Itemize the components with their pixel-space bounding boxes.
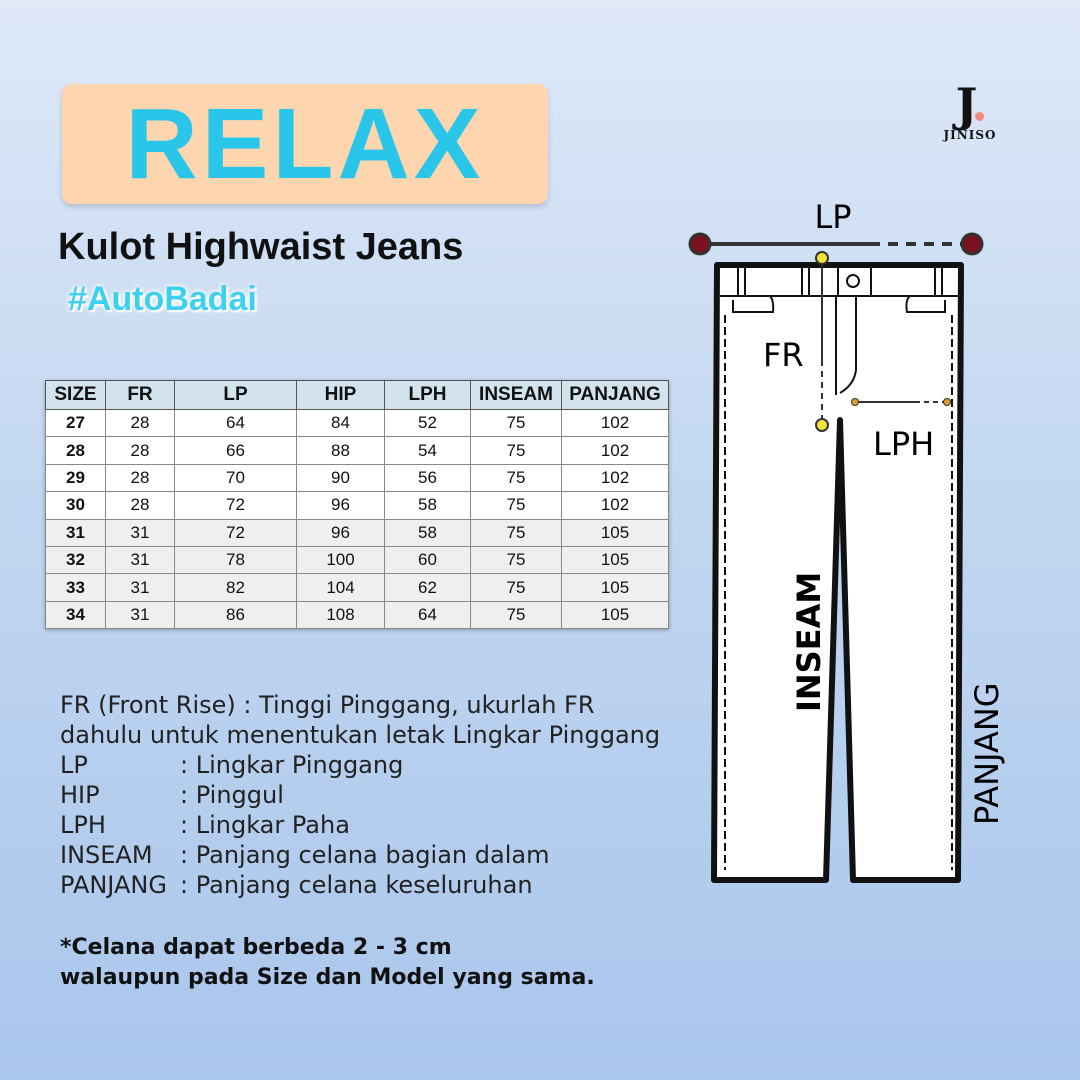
note-line1: *Celana dapat berbeda 2 - 3 cm xyxy=(60,935,452,960)
legend-value: : Lingkar Pinggang xyxy=(180,751,404,779)
table-cell: 30 xyxy=(45,491,106,520)
legend-fr-line1: FR (Front Rise) : Tinggi Pinggang, ukurl… xyxy=(60,691,595,719)
table-cell: 75 xyxy=(470,491,562,520)
table-cell: 31 xyxy=(45,518,106,547)
table-cell: 82 xyxy=(174,573,297,602)
legend-value: : Panjang celana bagian dalam xyxy=(180,841,550,869)
legend-fr-line2: dahulu untuk menentukan letak Lingkar Pi… xyxy=(60,721,661,749)
table-cell: 31 xyxy=(105,545,175,575)
logo-dot-icon xyxy=(975,112,985,121)
table-cell: 88 xyxy=(296,436,385,465)
brand-name: JINISO xyxy=(943,128,997,142)
hashtag: #AutoBadai xyxy=(68,280,257,318)
table-cell: 58 xyxy=(384,518,471,547)
table-cell: 28 xyxy=(105,463,175,493)
table-cell: 28 xyxy=(105,408,175,438)
table-cell: 72 xyxy=(174,491,297,520)
table-cell: 27 xyxy=(45,408,106,438)
brand-logo: J JINISO xyxy=(940,82,1000,142)
table-cell: 32 xyxy=(45,545,106,575)
table-cell: 108 xyxy=(296,600,385,630)
title: RELAX xyxy=(125,87,485,200)
table-cell: 105 xyxy=(561,518,669,547)
table-cell: 75 xyxy=(470,600,562,630)
legend-key: LPH xyxy=(60,811,106,839)
table-cell: 105 xyxy=(561,573,669,602)
table-cell: 54 xyxy=(384,436,471,465)
table-cell: 75 xyxy=(470,573,562,602)
label-fr: FR xyxy=(763,336,804,374)
table-cell: 100 xyxy=(296,545,385,575)
table-cell: 62 xyxy=(384,573,471,602)
table-cell: 86 xyxy=(174,600,297,630)
table-cell: 52 xyxy=(384,408,471,438)
table-cell: 102 xyxy=(561,408,669,438)
table-cell: 60 xyxy=(384,545,471,575)
legend-item: LPH : Lingkar Paha xyxy=(60,810,660,840)
label-inseam: INSEAM xyxy=(790,572,828,712)
table-cell: 31 xyxy=(105,573,175,602)
table-cell: 58 xyxy=(384,491,471,520)
table-cell: 70 xyxy=(174,463,297,493)
column-header: FR xyxy=(105,380,175,410)
legend-item: PANJANG : Panjang celana keseluruhan xyxy=(60,870,660,900)
table-cell: 78 xyxy=(174,545,297,575)
legend-value: : Lingkar Paha xyxy=(180,811,350,839)
column-header: PANJANG xyxy=(561,380,669,410)
legend-key: INSEAM xyxy=(60,841,153,869)
legend-item: LP : Lingkar Pinggang xyxy=(60,750,660,780)
legend-key: PANJANG xyxy=(60,871,167,899)
table-cell: 104 xyxy=(296,573,385,602)
table-cell: 31 xyxy=(105,600,175,630)
table-cell: 75 xyxy=(470,408,562,438)
title-banner: RELAX xyxy=(62,84,548,204)
legend-item: HIP : Pinggul xyxy=(60,780,660,810)
disclaimer-note: *Celana dapat berbeda 2 - 3 cm walaupun … xyxy=(60,933,595,993)
table-cell: 96 xyxy=(296,491,385,520)
brand-mark: J xyxy=(955,78,978,132)
column-header: INSEAM xyxy=(470,380,562,410)
table-cell: 29 xyxy=(45,463,106,493)
label-panjang: PANJANG xyxy=(968,682,1006,825)
table-cell: 75 xyxy=(470,545,562,575)
table-cell: 34 xyxy=(45,600,106,630)
column-header: LPH xyxy=(384,380,471,410)
column-header: LP xyxy=(174,380,297,410)
table-cell: 105 xyxy=(561,600,669,630)
legend-value: : Pinggul xyxy=(180,781,284,809)
note-line2: walaupun pada Size dan Model yang sama. xyxy=(60,965,595,990)
legend-item: INSEAM : Panjang celana bagian dalam xyxy=(60,840,660,870)
table-cell: 102 xyxy=(561,463,669,493)
legend-key: LP xyxy=(60,751,88,779)
table-cell: 64 xyxy=(384,600,471,630)
table-cell: 28 xyxy=(45,436,106,465)
table-cell: 66 xyxy=(174,436,297,465)
table-cell: 56 xyxy=(384,463,471,493)
legend-value: : Panjang celana keseluruhan xyxy=(180,871,533,899)
label-lp: LP xyxy=(814,198,851,236)
column-header: SIZE xyxy=(45,380,106,410)
table-cell: 96 xyxy=(296,518,385,547)
subtitle: Kulot Highwaist Jeans xyxy=(58,226,464,268)
legend: FR (Front Rise) : Tinggi Pinggang, ukurl… xyxy=(60,690,660,900)
column-header: HIP xyxy=(296,380,385,410)
measure-point-icon xyxy=(688,232,984,432)
legend-key: HIP xyxy=(60,781,100,809)
table-cell: 90 xyxy=(296,463,385,493)
label-lph: LPH xyxy=(873,425,934,463)
